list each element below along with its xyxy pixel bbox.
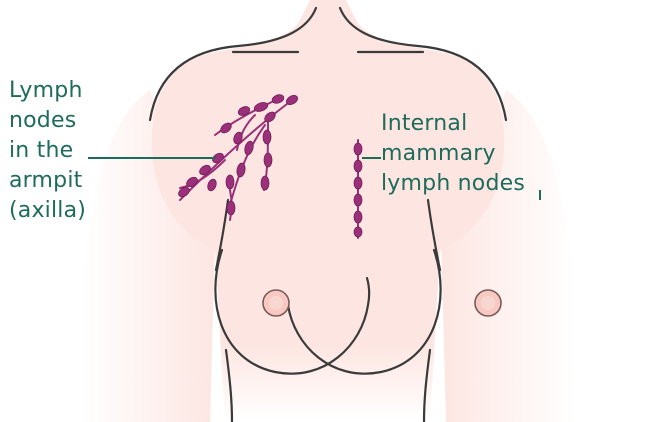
lymph-node <box>263 130 271 144</box>
label-line: in the <box>9 136 86 166</box>
lymph-node <box>227 201 235 215</box>
label-line: armpit <box>9 166 86 196</box>
internal-mammary-lymph-nodes-label: Internal mammary lymph nodes <box>381 109 525 199</box>
lymph-node <box>354 194 362 206</box>
label-line: nodes <box>9 106 86 136</box>
label-line: Lymph <box>9 76 86 106</box>
label-line: mammary <box>381 139 525 169</box>
lymph-node <box>226 175 234 189</box>
label-line: Internal <box>381 109 525 139</box>
lymph-node <box>261 176 269 190</box>
lymph-node <box>354 227 362 237</box>
lymph-node <box>354 211 362 223</box>
lymph-node <box>264 153 272 167</box>
axillary-lymph-nodes-label: Lymph nodes in the armpit (axilla) <box>9 76 86 226</box>
lymph-node <box>354 177 362 189</box>
lymph-node <box>354 143 362 155</box>
label-line: (axilla) <box>9 196 86 226</box>
label-line: lymph nodes <box>381 169 525 199</box>
lymph-node <box>354 160 362 172</box>
